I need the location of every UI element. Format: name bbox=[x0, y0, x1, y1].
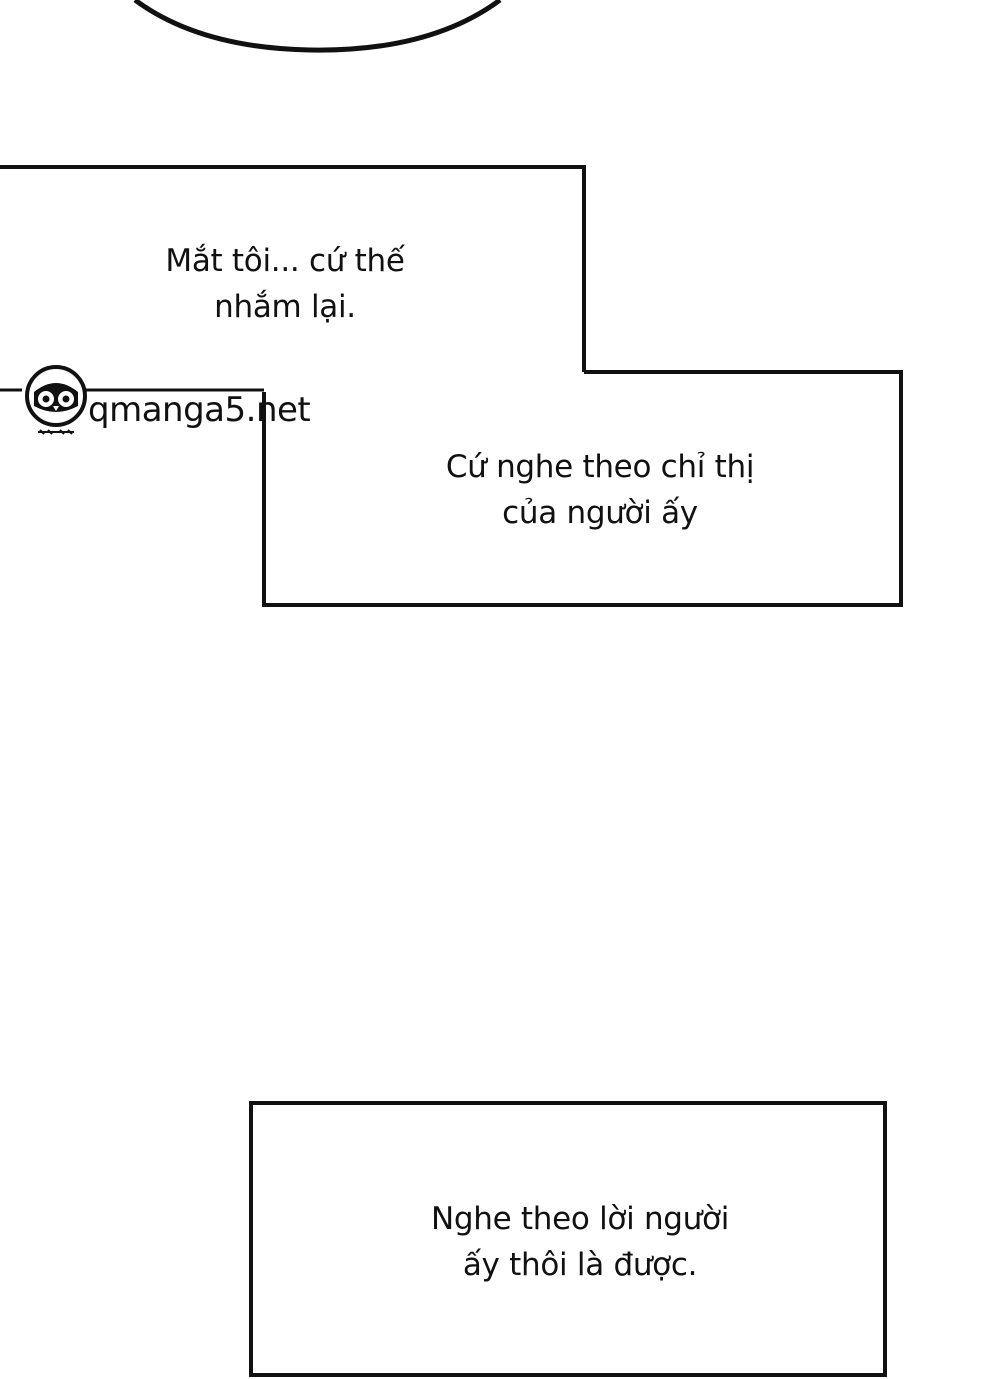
caption-3: Nghe theo lời người ấy thôi là được. bbox=[380, 1196, 780, 1288]
caption-3-line-2: ấy thôi là được. bbox=[462, 1247, 698, 1283]
caption-1: Mắt tôi... cứ thế nhắm lại. bbox=[120, 238, 450, 330]
caption-2-line-1: Cứ nghe theo chỉ thị bbox=[445, 449, 755, 485]
caption-3-line-1: Nghe theo lời người bbox=[430, 1201, 730, 1237]
caption-box-3-border bbox=[249, 1101, 887, 1377]
caption-1-line-1: Mắt tôi... cứ thế bbox=[165, 243, 405, 279]
caption-2-line-2: của người ấy bbox=[502, 495, 698, 531]
speech-bubble-edge bbox=[133, 0, 502, 53]
caption-box-1-border bbox=[0, 165, 586, 372]
caption-1-line-2: nhắm lại. bbox=[214, 289, 356, 325]
caption-box-2-border bbox=[262, 370, 903, 607]
owl-icon bbox=[25, 365, 87, 435]
caption-2: Cứ nghe theo chỉ thị của người ấy bbox=[400, 444, 800, 536]
watermark: qmanga5.net bbox=[22, 362, 342, 442]
watermark-text: qmanga5.net bbox=[88, 390, 311, 430]
